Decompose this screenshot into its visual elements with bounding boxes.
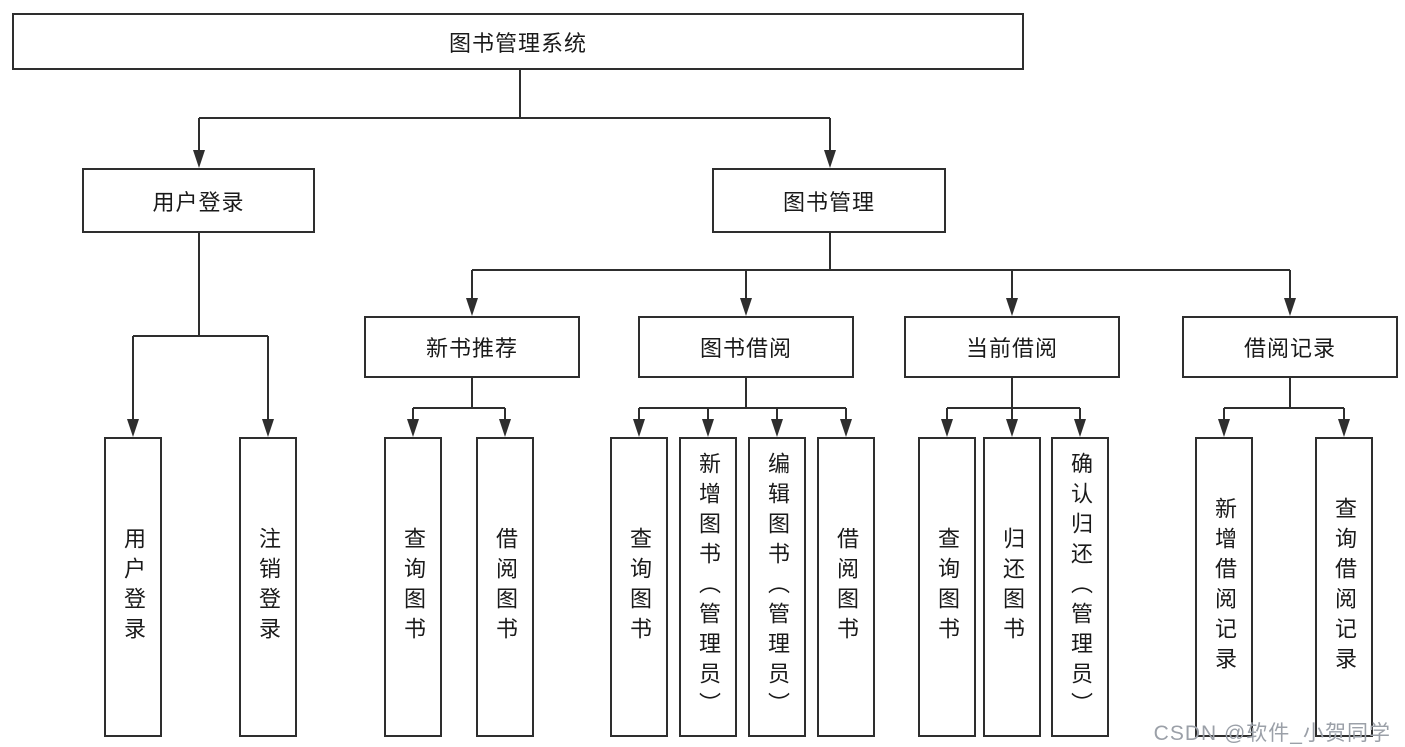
- leaf-label: 查询借阅记录: [1332, 497, 1357, 677]
- node-book-management: 图书管理: [712, 168, 946, 233]
- arrowheads: [127, 150, 1350, 437]
- leaf-label: 新增图书（管理员）: [696, 452, 721, 722]
- leaf-label: 查询图书: [401, 527, 426, 647]
- node-current-borrowing: 当前借阅: [904, 316, 1120, 378]
- leaf-edit-book-admin: 编辑图书（管理员）: [748, 437, 806, 737]
- leaf-label: 借阅图书: [834, 527, 859, 647]
- leaf-label: 查询图书: [935, 527, 960, 647]
- node-label: 新书推荐: [425, 336, 518, 361]
- leaf-label: 编辑图书（管理员）: [765, 452, 790, 722]
- node-label: 当前借阅: [965, 336, 1058, 361]
- leaf-label: 查询图书: [627, 527, 652, 647]
- leaf-label: 新增借阅记录: [1212, 497, 1237, 677]
- node-label: 图书管理: [782, 189, 875, 215]
- leaf-confirm-return-admin: 确认归还（管理员）: [1051, 437, 1109, 737]
- leaf-logout: 注销登录: [239, 437, 297, 737]
- node-new-book-recommendation: 新书推荐: [364, 316, 580, 378]
- leaf-borrow-books: 借阅图书: [817, 437, 875, 737]
- csdn-watermark: CSDN @软件_小贺同学: [1153, 722, 1391, 745]
- node-borrowing-records: 借阅记录: [1182, 316, 1398, 378]
- leaf-query-books: 查询图书: [384, 437, 442, 737]
- leaf-borrow-books: 借阅图书: [476, 437, 534, 737]
- leaf-label: 用户登录: [121, 527, 146, 647]
- node-book-borrowing: 图书借阅: [638, 316, 854, 378]
- leaf-user-login: 用户登录: [104, 437, 162, 737]
- leaf-add-book-admin: 新增图书（管理员）: [679, 437, 737, 737]
- node-label: 借阅记录: [1243, 336, 1336, 361]
- leaf-query-books: 查询图书: [918, 437, 976, 737]
- node-user-login: 用户登录: [82, 168, 315, 233]
- leaf-label: 确认归还（管理员）: [1068, 452, 1093, 722]
- leaf-query-borrowing-record: 查询借阅记录: [1315, 437, 1373, 737]
- node-label: 图书管理系统: [448, 30, 587, 56]
- leaf-label: 借阅图书: [493, 527, 518, 647]
- node-label: 用户登录: [152, 189, 245, 215]
- leaf-add-borrowing-record: 新增借阅记录: [1195, 437, 1253, 737]
- node-label: 图书借阅: [699, 336, 792, 361]
- leaf-label: 注销登录: [256, 527, 281, 647]
- leaf-query-books: 查询图书: [610, 437, 668, 737]
- leaf-return-books: 归还图书: [983, 437, 1041, 737]
- leaf-label: 归还图书: [1000, 527, 1025, 647]
- node-library-management-system: 图书管理系统: [12, 13, 1024, 70]
